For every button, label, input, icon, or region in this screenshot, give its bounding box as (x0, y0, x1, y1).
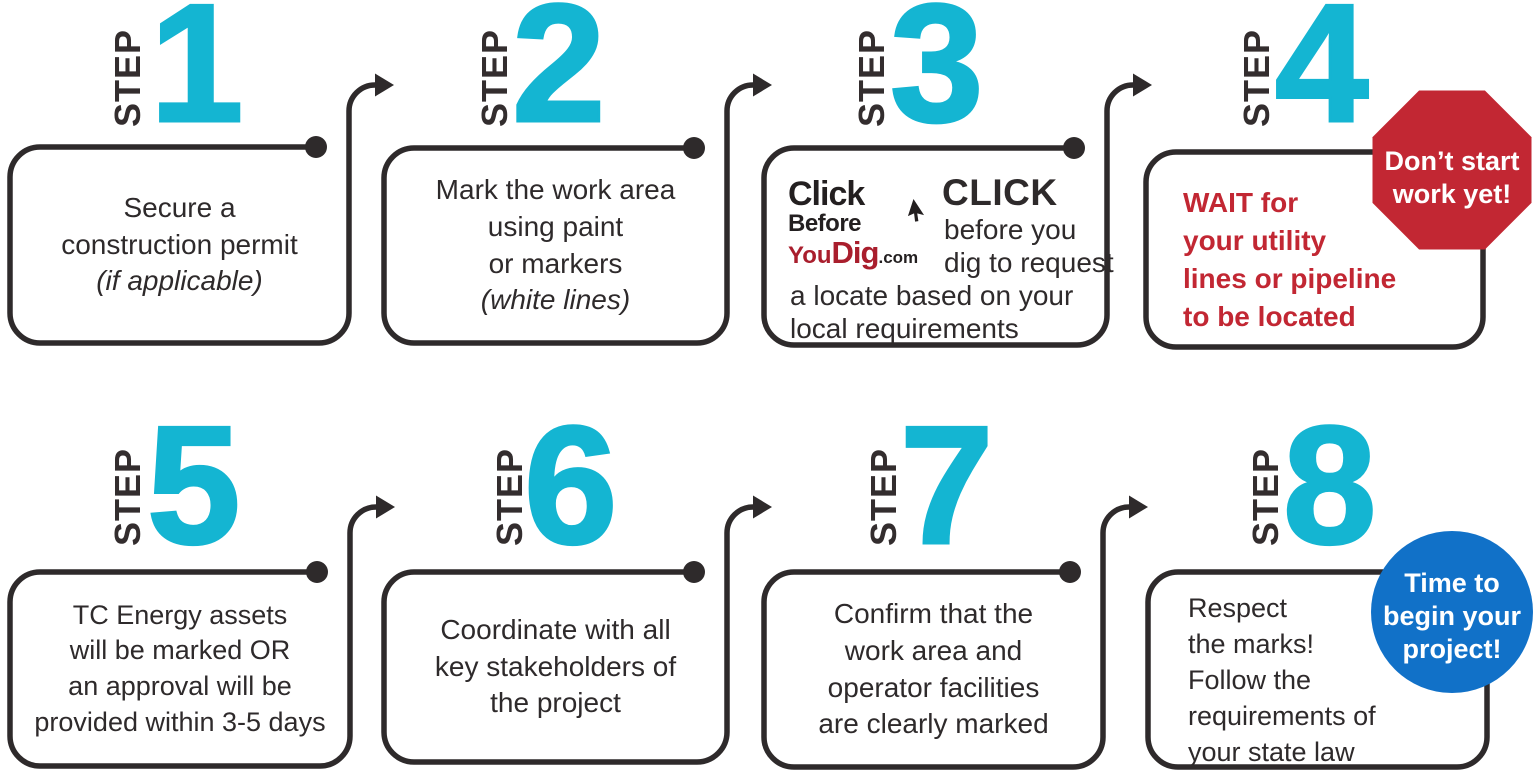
step2-line: or markers (488, 247, 623, 279)
step8-line: requirements of (1188, 701, 1376, 731)
step4-line: to be located (1183, 301, 1356, 332)
step7-connector-dot (1059, 561, 1081, 583)
logo-you-text: You (788, 242, 832, 269)
step8-label: STEP (1245, 447, 1286, 547)
step1-number: 1 (148, 0, 244, 157)
step6-connector-dot (683, 561, 705, 583)
arrow-7-8-icon (1129, 495, 1148, 519)
step5-box-outline (7, 504, 377, 769)
step1-text: Secure a construction permit (if applica… (10, 147, 349, 343)
go-circle-icon (1371, 531, 1533, 693)
step1-line: Secure a (123, 191, 236, 223)
step8-text: Respect the marks! Follow the requiremen… (1188, 590, 1376, 770)
step7-number: 7 (898, 391, 994, 579)
step5-line: will be marked OR (69, 635, 291, 666)
step2-number: 2 (510, 0, 606, 157)
mouse-cursor-icon (907, 199, 925, 222)
arrow-6-7-icon (753, 495, 772, 519)
step3-number: 3 (888, 0, 984, 157)
go-badge-text: Time to begin your project! (1372, 567, 1532, 666)
logo-dig-text: Dig (831, 235, 880, 270)
step3-line: dig to request (944, 247, 1114, 278)
step7-line: are clearly marked (818, 708, 1049, 740)
logo-before-text: Before (788, 210, 862, 237)
step2-connector-dot (683, 137, 705, 159)
arrow-5-6-icon (376, 495, 395, 519)
step1-line: (if applicable) (96, 265, 263, 297)
step2-line: (white lines) (480, 284, 631, 316)
step5-connector-dot (306, 561, 328, 583)
step2-text: Mark the work area using paint or marker… (384, 148, 727, 343)
logo-click-text: Click (788, 175, 865, 213)
step4-label: STEP (1236, 28, 1277, 128)
step3-line: local requirements (790, 313, 1019, 344)
step1-box-outline (7, 82, 376, 346)
arrow-3-4-icon (1133, 73, 1152, 97)
step4-line: WAIT for (1183, 187, 1299, 218)
step1-label: STEP (107, 28, 148, 128)
step7-text: Confirm that the work area and operator … (764, 572, 1103, 767)
go-badge-line: Time to (1404, 568, 1500, 598)
step5-line: an approval will be (68, 671, 292, 701)
step7-line: operator facilities (827, 671, 1040, 703)
step6-line: Coordinate with all (440, 613, 671, 645)
step3-click-word: CLICK (942, 172, 1058, 213)
step4-text: WAIT for your utility lines or pipeline … (1183, 184, 1396, 336)
step5-number: 5 (145, 391, 241, 579)
step8-number: 8 (1281, 391, 1377, 579)
step8-line: Follow the (1188, 665, 1312, 695)
logo-com-text: .com (878, 248, 919, 267)
step3-line: a locate based on your (790, 280, 1074, 311)
step2-label: STEP (474, 28, 515, 128)
step5-line: provided within 3-5 days (34, 706, 326, 737)
step6-text: Coordinate with all key stakeholders of … (384, 572, 727, 762)
step6-line: the project (490, 687, 621, 719)
stop-octagon-icon (1372, 90, 1532, 250)
step3-box-outline (761, 82, 1134, 348)
stop-badge-line: Don’t start (1384, 146, 1520, 176)
arrow-2-3-icon (753, 73, 772, 97)
step3-label: STEP (851, 28, 892, 128)
step7-line: Confirm that the (833, 597, 1034, 629)
step2-box-outline (381, 82, 754, 346)
step6-line: key stakeholders of (434, 650, 677, 682)
stop-badge-text: Don’t start work yet! (1367, 145, 1536, 211)
stop-badge-line: work yet! (1392, 178, 1512, 209)
step3-line: before you (944, 214, 1077, 245)
step5-text: TC Energy assets will be marked OR an ap… (10, 572, 350, 766)
go-badge-line: project! (1402, 633, 1502, 664)
step4-number: 4 (1273, 0, 1369, 157)
step2-line: using paint (487, 210, 624, 242)
step7-box-outline (761, 504, 1130, 770)
step1-line: construction permit (61, 228, 298, 260)
step6-box-outline (381, 504, 754, 765)
step2-line: Mark the work area (435, 173, 676, 205)
step8-line: Respect (1188, 593, 1288, 623)
step3-connector-dot (1063, 137, 1085, 159)
step4-line: lines or pipeline (1183, 263, 1397, 294)
step1-connector-dot (305, 136, 327, 158)
step5-line: TC Energy assets (72, 599, 288, 630)
step7-line: work area and (844, 634, 1023, 666)
go-badge-line: begin your (1382, 600, 1521, 631)
step8-line: your state law (1188, 737, 1355, 767)
arrow-1-2-icon (375, 73, 394, 97)
step6-number: 6 (522, 391, 618, 579)
step5-label: STEP (107, 447, 148, 547)
step8-line: the marks! (1188, 629, 1315, 659)
step4-line: your utility (1183, 225, 1327, 256)
